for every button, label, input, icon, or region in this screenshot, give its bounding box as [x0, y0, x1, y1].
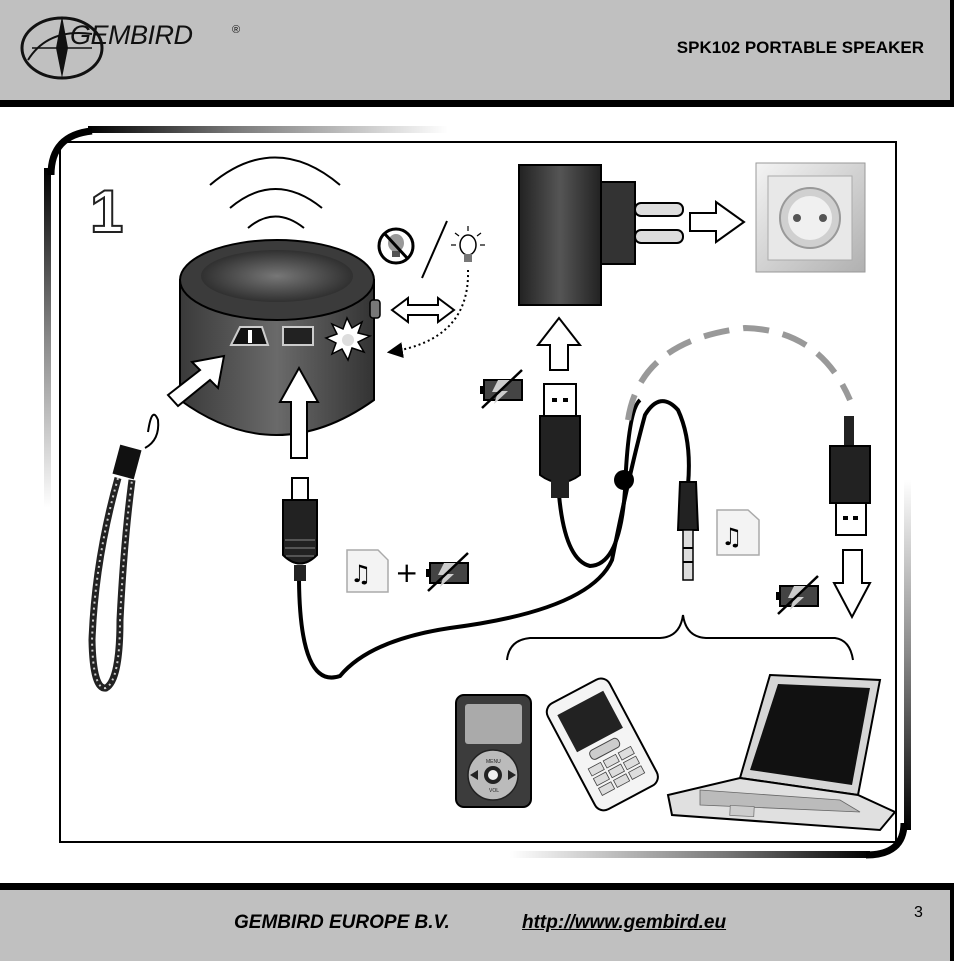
music-note-icon: ♫	[346, 549, 389, 593]
dashed-cable-path	[625, 324, 853, 421]
usb-plug-icon	[829, 416, 871, 536]
lanyard-icon	[88, 413, 160, 692]
page-footer: GEMBIRD EUROPE B.V. http://www.gembird.e…	[0, 883, 954, 961]
page-number: 3	[914, 904, 923, 921]
arrow-to-adapter	[535, 316, 583, 371]
document-title: SPK102 PORTABLE SPEAKER	[676, 38, 924, 57]
plus-sign: +	[395, 556, 418, 589]
mp3-player-icon: MENU VOL	[455, 694, 532, 808]
no-battery-icon	[480, 369, 523, 409]
sound-waves-icon	[209, 156, 341, 229]
arrow-to-lanyard-slot	[166, 354, 226, 408]
laptop-icon	[666, 673, 897, 832]
music-note-icon: ♫	[716, 509, 760, 556]
speaker-icon	[179, 239, 381, 436]
svg-text:♫: ♫	[350, 560, 372, 588]
gembird-logo-icon	[20, 16, 104, 80]
frame-border	[44, 126, 911, 859]
usb-plug-icon	[539, 383, 581, 498]
no-battery-icon	[776, 575, 819, 615]
svg-text:MENU: MENU	[486, 759, 501, 765]
registered-mark: ®	[232, 24, 241, 36]
power-adapter-icon	[518, 164, 684, 306]
mini-usb-plug-icon	[282, 477, 318, 581]
website-link[interactable]: http://www.gembird.eu	[522, 912, 727, 933]
wall-socket-icon	[755, 162, 866, 273]
mobile-phone-icon	[545, 677, 659, 812]
brand-name: GEMBIRD	[70, 20, 193, 50]
audio-jack-icon	[676, 481, 700, 581]
arrow-to-laptop	[832, 549, 872, 620]
light-bulb-icon	[451, 226, 485, 262]
usb-cable	[297, 398, 691, 680]
double-arrow-icon	[390, 296, 456, 324]
svg-text:1: 1	[90, 178, 123, 245]
page-header: GEMBIRD ® SPK102 PORTABLE SPEAKER	[0, 0, 954, 107]
flash-icon	[324, 316, 373, 362]
cable-splitter	[614, 470, 634, 490]
svg-text:♫: ♫	[721, 523, 743, 551]
no-battery-icon	[426, 552, 469, 592]
svg-text:VOL: VOL	[489, 788, 499, 794]
step-number: 1	[89, 177, 124, 246]
arrow-to-socket	[689, 200, 746, 244]
company-name: GEMBIRD EUROPE B.V.	[234, 912, 450, 933]
arrow-to-mini-usb-port	[278, 365, 320, 459]
no-light-icon	[377, 227, 415, 265]
brace-icon	[506, 614, 854, 661]
